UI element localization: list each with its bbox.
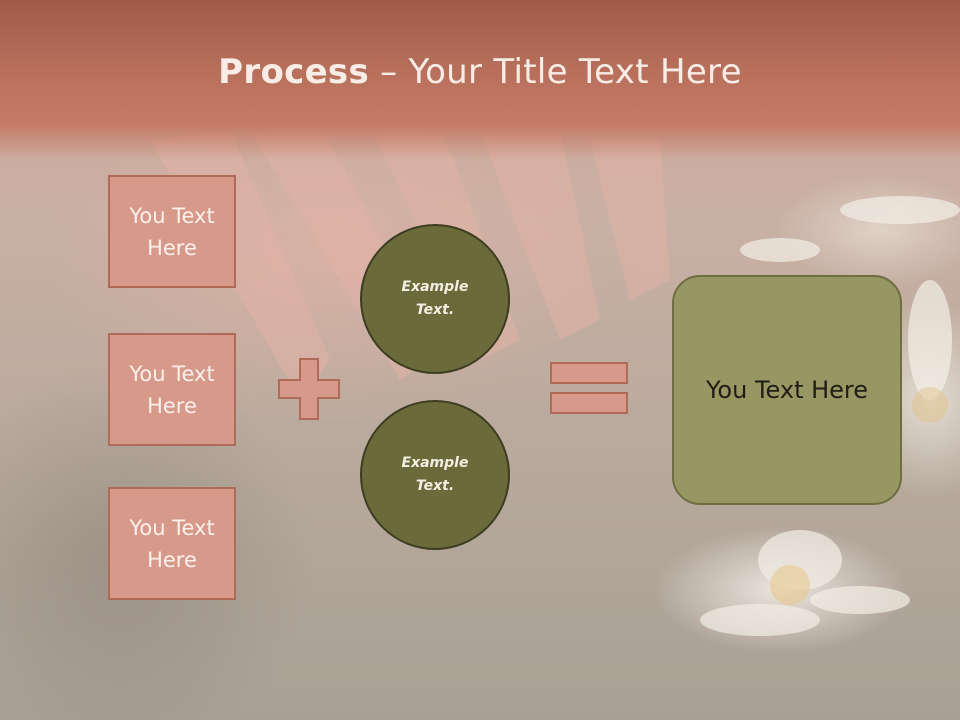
example-circle-1[interactable]: Example Text. — [360, 224, 510, 374]
title-rest: – Your Title Text Here — [369, 52, 742, 92]
equals-icon — [550, 362, 628, 414]
example-circle-2[interactable]: Example Text. — [360, 400, 510, 550]
result-box[interactable]: You Text Here — [672, 275, 902, 505]
left-box-label: You Text Here — [129, 515, 215, 572]
circle-label: Example Text. — [401, 455, 469, 494]
left-box-label: You Text Here — [129, 361, 215, 418]
title-bold: Process — [218, 52, 370, 92]
left-box-label: You Text Here — [129, 203, 215, 260]
title-bar — [0, 0, 960, 160]
slide-title: Process – Your Title Text Here — [0, 52, 960, 92]
left-box-1[interactable]: You Text Here — [108, 175, 236, 288]
left-box-2[interactable]: You Text Here — [108, 333, 236, 446]
circle-label: Example Text. — [401, 279, 469, 318]
left-box-3[interactable]: You Text Here — [108, 487, 236, 600]
plus-icon — [278, 358, 340, 420]
result-label: You Text Here — [705, 376, 869, 404]
